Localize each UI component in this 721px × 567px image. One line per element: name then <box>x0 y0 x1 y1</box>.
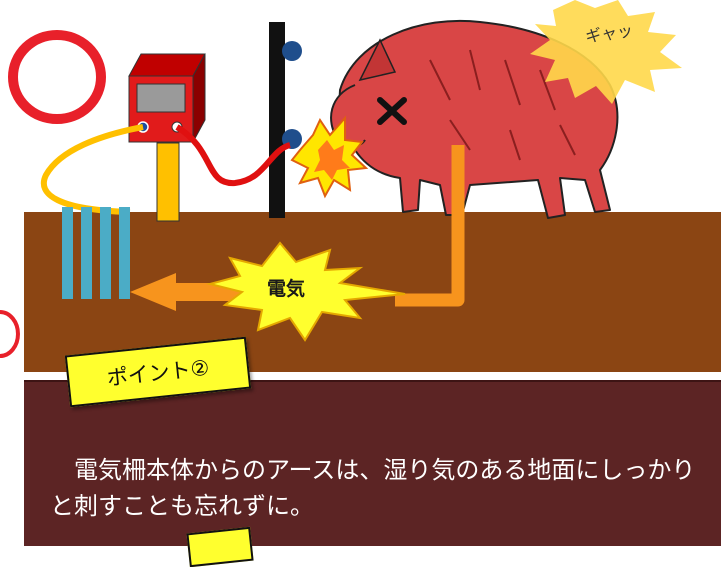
next-point-tag <box>186 526 254 567</box>
fence-post <box>269 22 285 218</box>
earth-wire <box>40 124 144 215</box>
ground-rod-1 <box>62 207 73 299</box>
fence-wire <box>175 124 292 187</box>
ground-rod-3 <box>100 207 111 299</box>
info-text: 電気柵本体からのアースは、湿り気のある地面にしっかりと刺すことも忘れずに。 <box>50 456 696 520</box>
current-path <box>395 145 465 307</box>
ok-circle <box>8 30 106 124</box>
energizer-display <box>136 83 186 113</box>
left-edge-circle <box>0 310 20 358</box>
boar <box>330 19 619 219</box>
electricity-burst <box>206 241 406 342</box>
fence-insulator-top <box>282 41 302 61</box>
illustration <box>0 0 721 372</box>
energizer-stand <box>156 142 180 222</box>
ground-rod-4 <box>119 207 130 299</box>
spark-core <box>314 140 350 180</box>
current-arrow-head <box>130 273 176 311</box>
energizer-top <box>128 53 206 77</box>
ground-rod-2 <box>81 207 92 299</box>
sound-burst <box>530 0 682 104</box>
electricity-label: 電気 <box>266 278 305 300</box>
info-panel <box>24 380 721 546</box>
